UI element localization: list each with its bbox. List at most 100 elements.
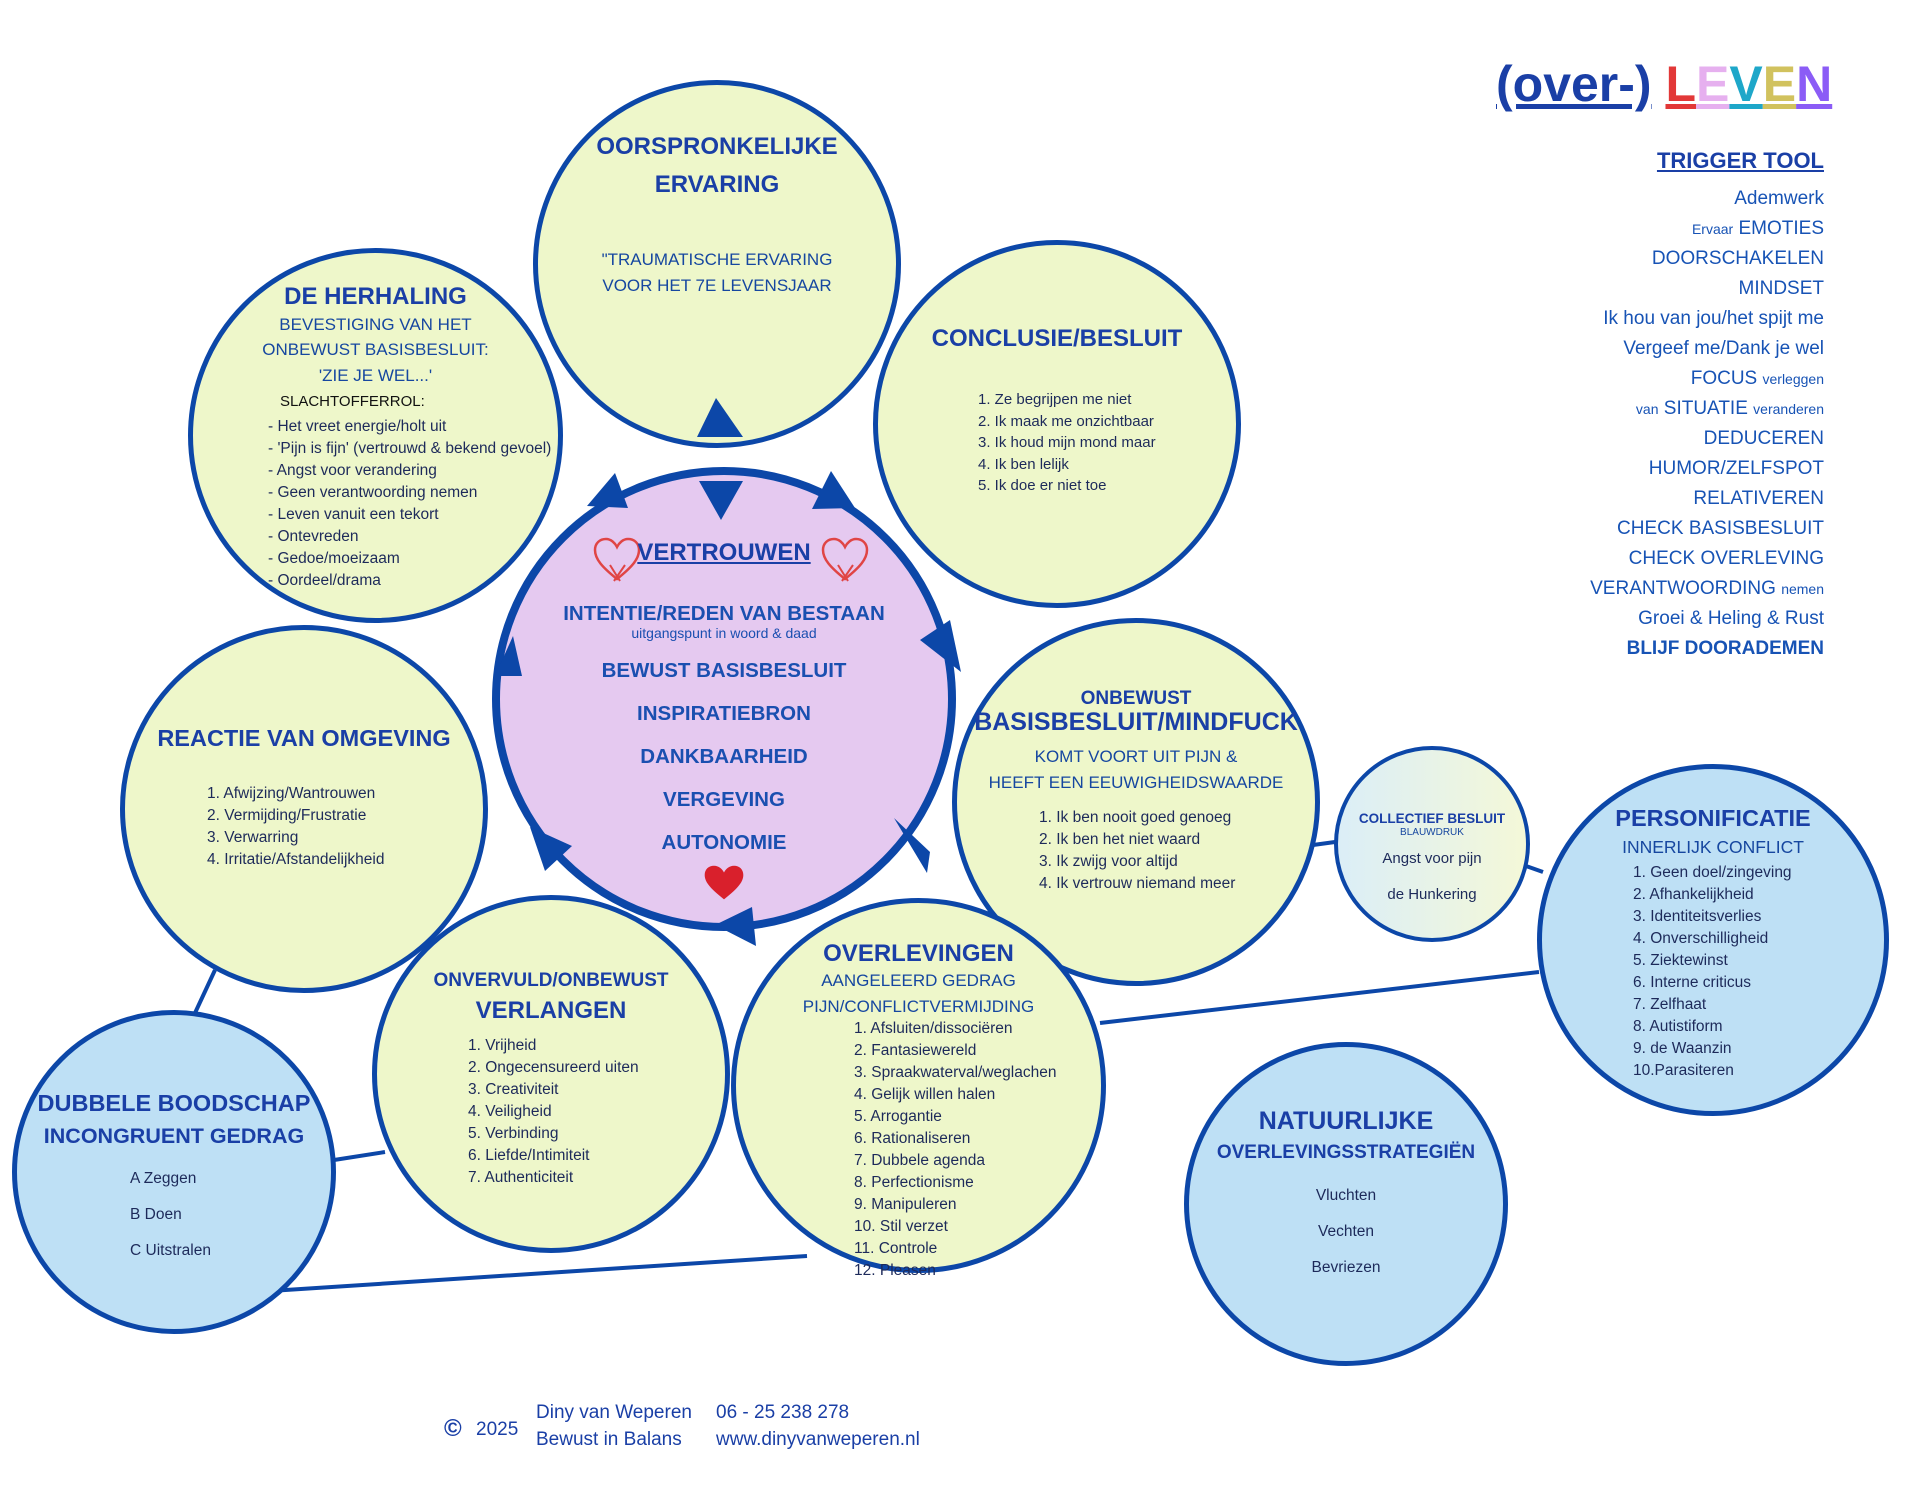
overlevingen-sub-2: PIJN/CONFLICTVERMIJDING (802, 997, 1035, 1016)
natuurlijke-item-3: Bevriezen (1311, 1259, 1381, 1276)
collectief-line-2: de Hunkering (1387, 886, 1477, 903)
list-item: 7. Zelfhaat (1633, 996, 1707, 1013)
list-item: 5. Ik doe er niet toe (978, 477, 1107, 494)
connector-overlevingen-personificatie (1099, 970, 1540, 1025)
list-item: 4. Onverschilligheid (1633, 930, 1769, 947)
list-item: 7. Authenticiteit (468, 1169, 574, 1186)
heart-filled-icon (704, 865, 744, 900)
herhaling-list: - Het vreet energie/holt uit - 'Pijn is … (268, 416, 551, 592)
list-item: 11. Controle (854, 1240, 938, 1257)
circle-oorspronkelijke-ervaring: OORSPRONKELIJKE ERVARING "TRAUMATISCHE E… (533, 80, 901, 448)
copyright-icon: © (444, 1415, 462, 1442)
list-item: 6. Liefde/Intimiteit (468, 1147, 590, 1164)
dubbele-item-1: A Zeggen (130, 1170, 197, 1187)
herhaling-sub-3: 'ZIE JE WEL...' (318, 366, 433, 385)
trigger-tool-item-prefix: van (1635, 401, 1659, 417)
list-item: 1. Afsluiten/dissociëren (854, 1020, 1013, 1037)
trigger-tool-item-label: Vergeef me/Dank je wel (1623, 338, 1824, 359)
onbewust-sub-2: HEEFT EEN EEUWIGHEIDSWAARDE (988, 773, 1284, 792)
list-item: 10. Stil verzet (854, 1218, 948, 1235)
natuurlijke-item-2: Vechten (1317, 1223, 1375, 1240)
circle-natuurlijke-strategieen: NATUURLIJKE OVERLEVINGSSTRATEGIËN Vlucht… (1184, 1042, 1508, 1366)
footer-year: 2025 (476, 1419, 519, 1440)
trigger-tool-item-label: SITUATIE (1663, 398, 1748, 419)
list-item: 8. Autistiform (1633, 1018, 1723, 1035)
trigger-tool-item: van SITUATIE veranderen (1590, 394, 1824, 424)
list-item: - Oordeel/drama (268, 572, 381, 589)
brand-letter-1: L (1665, 56, 1697, 112)
onbewust-sub-1: KOMT VOORT UIT PIJN & (1034, 747, 1238, 766)
overlevingen-title: OVERLEVINGEN (823, 940, 1014, 967)
collectief-sub: BLAUWDRUK (1400, 827, 1464, 838)
reactie-title: REACTIE VAN OMGEVING (157, 725, 451, 751)
trigger-tool-title: TRIGGER TOOL (1656, 148, 1824, 173)
onbewust-label: ONBEWUST (1080, 688, 1192, 709)
list-item: 9. de Waanzin (1633, 1040, 1732, 1057)
heart-outline-right-icon (821, 537, 869, 582)
herhaling-title: DE HERHALING (284, 283, 467, 310)
trigger-tool-item: CHECK OVERLEVING (1590, 544, 1824, 574)
list-item: 6. Rationaliseren (854, 1130, 971, 1147)
list-item: 3. Ik zwijg voor altijd (1039, 853, 1178, 870)
list-item: 4. Gelijk willen halen (854, 1086, 996, 1103)
list-item: 2. Vermijding/Frustratie (207, 807, 367, 824)
circle-conclusie-besluit: CONCLUSIE/BESLUIT 1. Ze begrijpen me nie… (873, 240, 1241, 608)
connector-reactie-dubbele (193, 969, 217, 1014)
trigger-tool-item-suffix: verleggen (1762, 371, 1825, 387)
list-item: 4. Veiligheid (468, 1103, 552, 1120)
list-item: 10.Parasiteren (1633, 1062, 1734, 1079)
collectief-line-1: Angst voor pijn (1382, 850, 1482, 867)
list-item: 3. Spraakwaterval/weglachen (854, 1064, 1057, 1081)
trigger-tool-item: Ik hou van jou/het spijt me (1590, 304, 1824, 334)
trigger-tool-item-label: VERANTWOORDING (1590, 578, 1776, 599)
list-item: 2. Fantasiewereld (854, 1042, 977, 1059)
oorspronkelijke-sub-1: "TRAUMATISCHE ERVARING (601, 250, 833, 269)
list-item: 3. Ik houd mijn mond maar (978, 434, 1156, 451)
collectief-title: COLLECTIEF BESLUIT (1358, 811, 1506, 826)
list-item: - Ontevreden (268, 528, 359, 545)
onbewust-title: BASISBESLUIT/MINDFUCK (974, 708, 1298, 736)
herhaling-sub-2: ONBEWUST BASISBESLUIT: (262, 340, 489, 359)
overlevingen-list: 1. Afsluiten/dissociëren 2. Fantasiewere… (854, 1018, 1056, 1282)
list-item: 4. Ik ben lelijk (978, 455, 1069, 473)
trigger-tool-item-label: Groei & Heling & Rust (1638, 608, 1824, 629)
verlangen-list: 1. Vrijheid 2. Ongecensureerd uiten 3. C… (468, 1035, 639, 1189)
footer-website[interactable]: www.dinyvanweperen.nl (716, 1429, 920, 1450)
list-item: 1. Vrijheid (468, 1037, 537, 1054)
circle-de-herhaling: DE HERHALING BEVESTIGING VAN HET ONBEWUS… (188, 248, 563, 623)
list-item: 1. Afwijzing/Wantrouwen (207, 785, 376, 802)
conclusie-title: CONCLUSIE/BESLUIT (931, 325, 1183, 352)
trigger-tool-item-label: RELATIVEREN (1693, 488, 1824, 509)
trigger-tool-item: RELATIVEREN (1590, 484, 1824, 514)
reactie-list: 1. Afwijzing/Wantrouwen 2. Vermijding/Fr… (207, 783, 384, 871)
trigger-tool-item: VERANTWOORDING nemen (1590, 574, 1824, 604)
trigger-tool-item: MINDSET (1590, 274, 1825, 304)
onbewust-list: 1. Ik ben nooit goed genoeg 2. Ik ben he… (1039, 807, 1235, 895)
natuurlijke-item-1: Vluchten (1315, 1187, 1377, 1204)
list-item: 12. Pleasen (854, 1262, 936, 1279)
list-item: 5. Ziektewinst (1633, 952, 1728, 969)
overlevingen-sub-1: AANGELEERD GEDRAG (821, 971, 1016, 990)
trigger-tool-item-label: MINDSET (1738, 278, 1825, 299)
footer-name: Diny van Weperen (536, 1402, 692, 1423)
center-line-4: VERGEVING (663, 788, 785, 811)
circle-dubbele-boodschap: DUBBELE BOODSCHAP INCONGRUENT GEDRAG A Z… (12, 1010, 336, 1334)
footer-phone: 06 - 25 238 278 (716, 1402, 850, 1423)
trigger-tool-item-label: Ik hou van jou/het spijt me (1603, 308, 1824, 329)
list-item: 7. Dubbele agenda (854, 1152, 986, 1169)
connector-dubbele-verlangen (333, 1150, 386, 1162)
center-line-5: AUTONOMIE (661, 831, 787, 854)
conclusie-list: 1. Ze begrijpen me niet 2. Ik maak me on… (978, 389, 1156, 497)
trigger-tool-item-label: FOCUS (1690, 368, 1758, 389)
trigger-tool-item: HUMOR/ZELFSPOT (1590, 454, 1824, 484)
list-item: 2. Ongecensureerd uiten (468, 1059, 639, 1076)
trigger-tool-item: Vergeef me/Dank je wel (1590, 334, 1824, 364)
brand-letter-4: E (1762, 56, 1797, 112)
oorspronkelijke-title-2: ERVARING (654, 171, 780, 198)
vertrouwen-title-wrap: VERTROUWEN (500, 539, 948, 567)
natuurlijke-title-2: OVERLEVINGSSTRATEGIËN (1216, 1142, 1476, 1163)
trigger-tool-item: DEDUCEREN (1590, 424, 1824, 454)
list-item: 3. Creativiteit (468, 1081, 559, 1098)
